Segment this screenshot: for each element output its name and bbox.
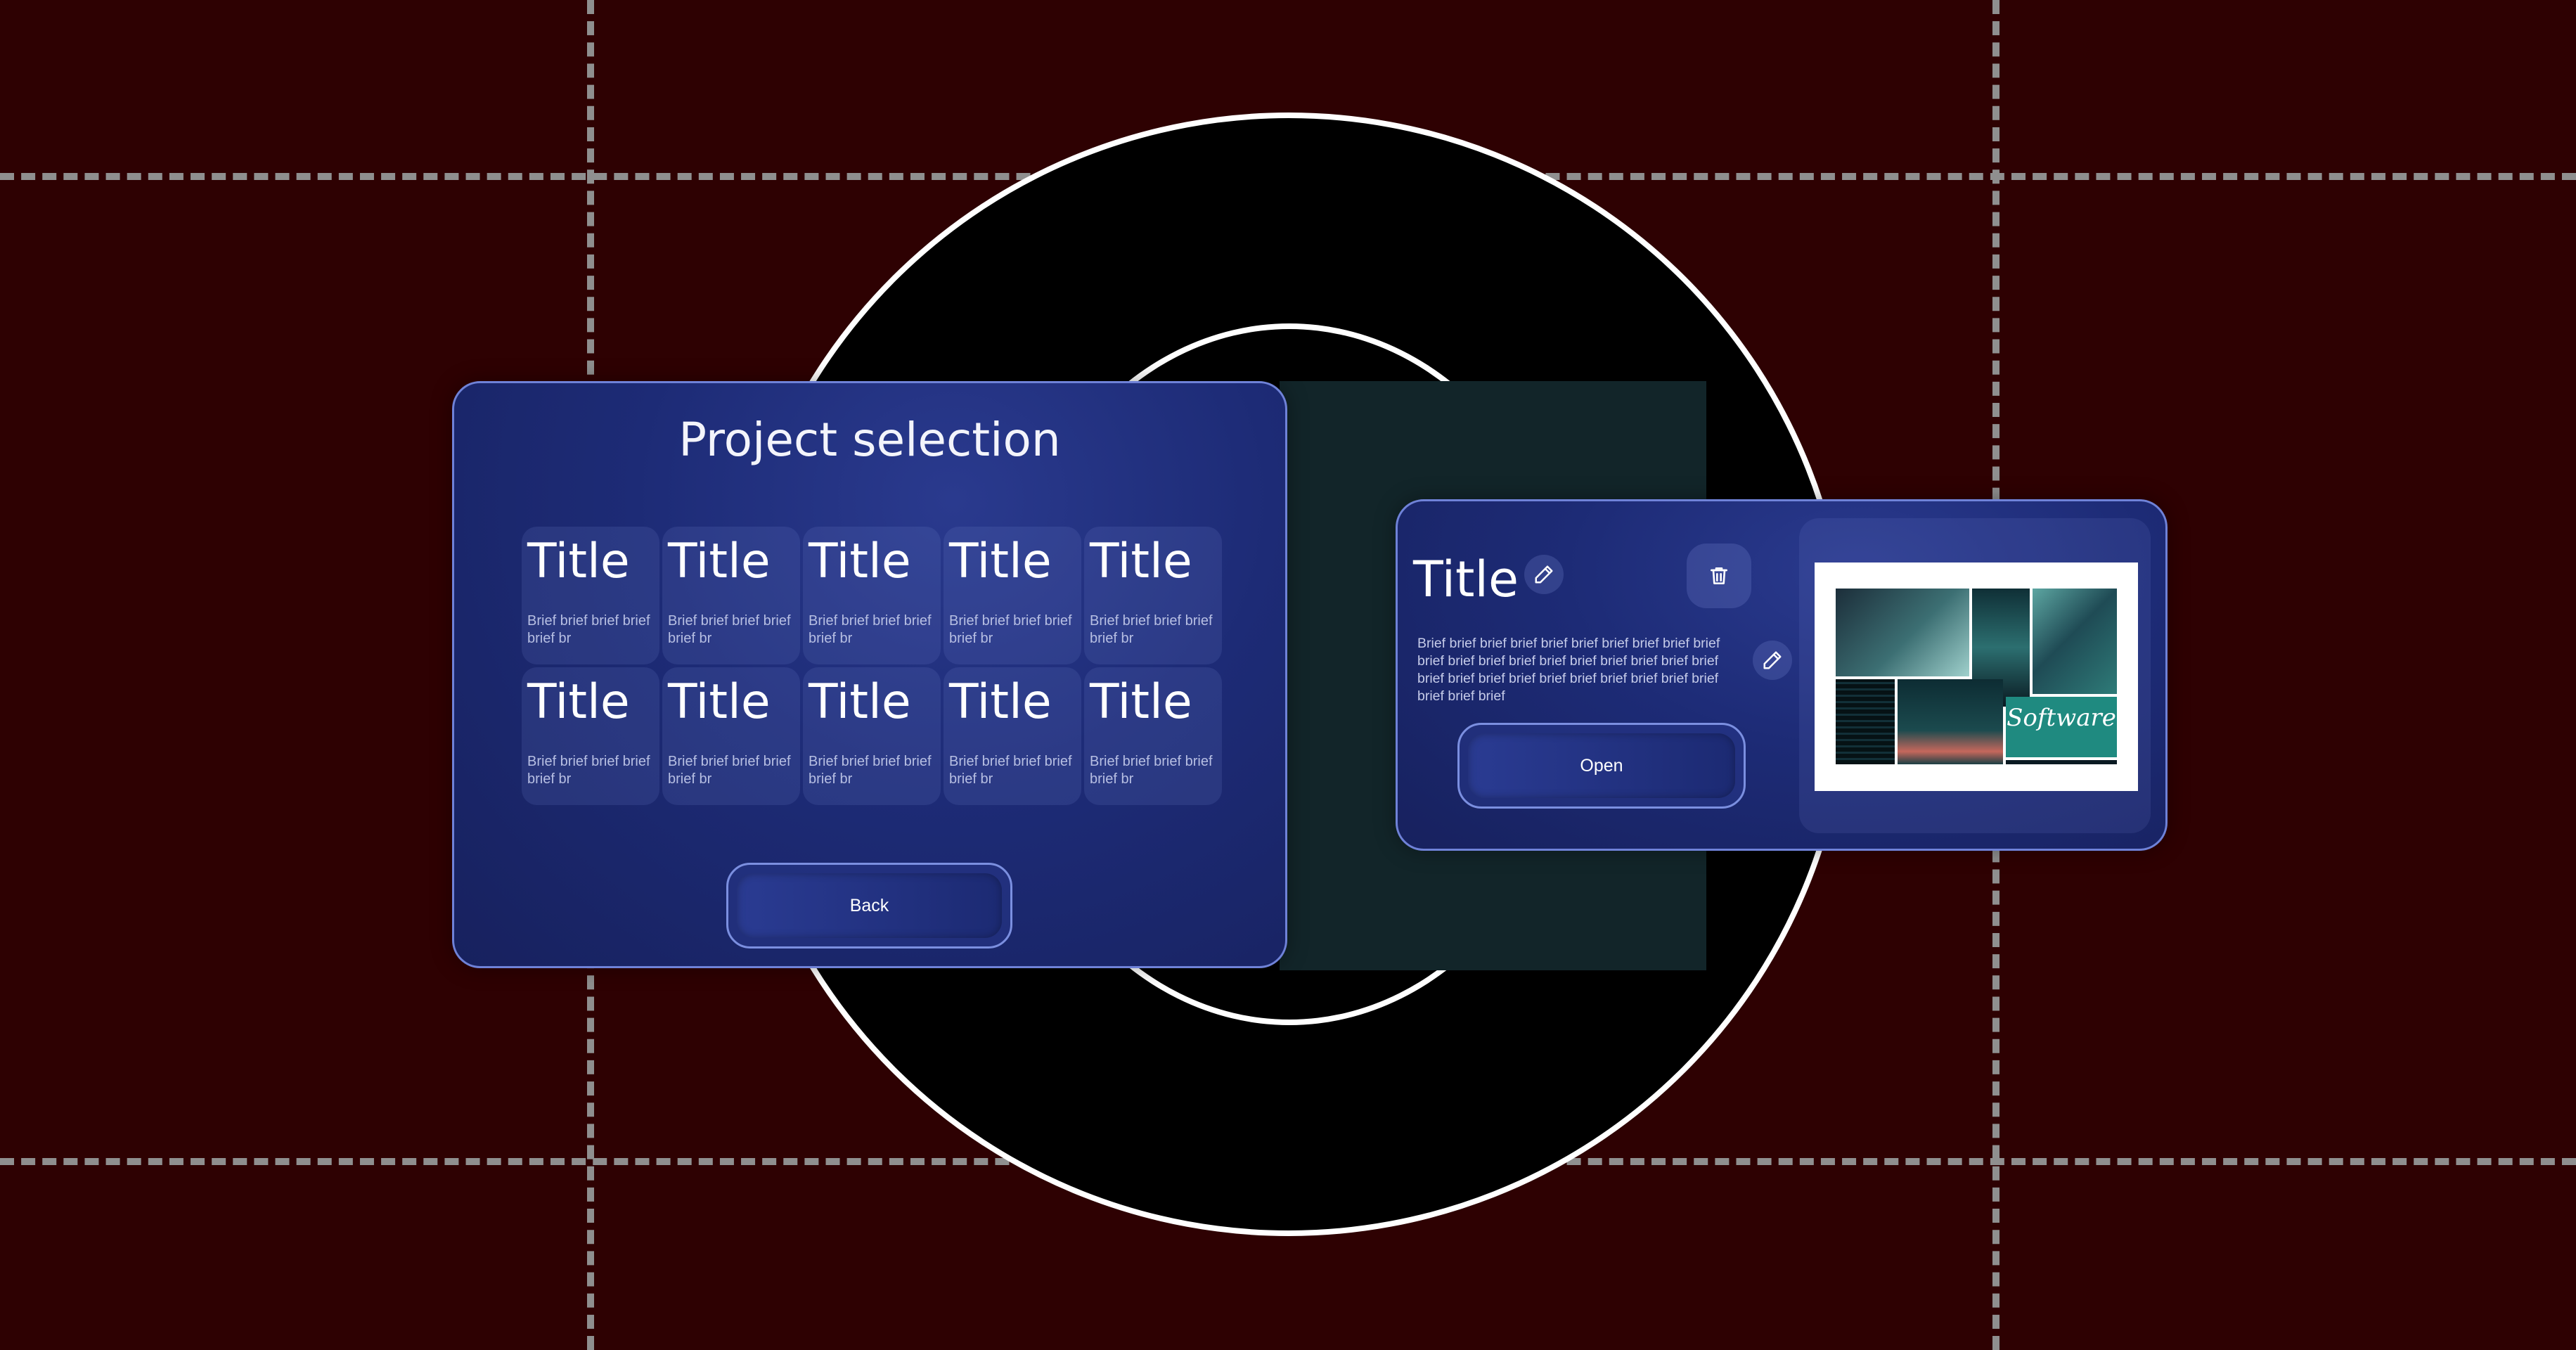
project-description: Brief brief brief brief brief brief brie… — [1417, 636, 1720, 704]
card-title: Title — [527, 674, 630, 730]
collage-tile — [1898, 679, 2003, 764]
card-title: Title — [668, 534, 771, 589]
edit-title-button[interactable] — [1524, 555, 1564, 594]
project-thumbnail: Software — [1815, 562, 2138, 791]
thumbnail-collage: Software — [1836, 589, 2117, 764]
back-button-label: Back — [737, 873, 1002, 938]
pencil-icon — [1535, 565, 1553, 584]
pencil-icon — [1763, 651, 1782, 669]
thumbnail-caption: Software — [2007, 704, 2116, 732]
thumbnail-area: Software — [1799, 518, 2151, 833]
collage-tile — [2033, 589, 2117, 694]
delete-button[interactable] — [1687, 544, 1751, 608]
project-title: Title — [1413, 551, 1519, 608]
edit-description-button[interactable] — [1753, 641, 1792, 680]
card-title: Title — [668, 674, 771, 730]
card-brief: Brief brief brief brief brief br — [809, 754, 932, 787]
collage-tile: Software — [2006, 697, 2117, 757]
card-title: Title — [1090, 674, 1192, 730]
open-button-label: Open — [1468, 733, 1735, 798]
card-title: Title — [1090, 534, 1192, 589]
page-title: Project selection — [678, 413, 1061, 467]
card-brief: Brief brief brief brief brief br — [668, 754, 791, 787]
back-button[interactable]: Back — [726, 863, 1012, 949]
trash-icon — [1711, 567, 1727, 584]
card-brief: Brief brief brief brief brief br — [809, 613, 932, 646]
collage-tile — [1836, 589, 1969, 676]
card-title: Title — [949, 534, 1052, 589]
card-brief: Brief brief brief brief brief br — [949, 754, 1072, 787]
card-brief: Brief brief brief brief brief br — [1090, 613, 1213, 646]
card-brief: Brief brief brief brief brief br — [668, 613, 791, 646]
card-title: Title — [809, 534, 911, 589]
collage-tile — [1836, 679, 1895, 764]
card-brief: Brief brief brief brief brief br — [949, 613, 1072, 646]
card-title: Title — [949, 674, 1052, 730]
card-title: Title — [809, 674, 911, 730]
card-brief: Brief brief brief brief brief br — [527, 613, 650, 646]
card-title: Title — [527, 534, 630, 589]
collage-tile — [2006, 760, 2117, 764]
project-detail-panel: Title Brief brief brief brief brief brie… — [1396, 499, 2168, 851]
card-brief: Brief brief brief brief brief br — [1090, 754, 1213, 787]
open-button[interactable]: Open — [1457, 723, 1746, 809]
card-brief: Brief brief brief brief brief br — [527, 754, 650, 787]
